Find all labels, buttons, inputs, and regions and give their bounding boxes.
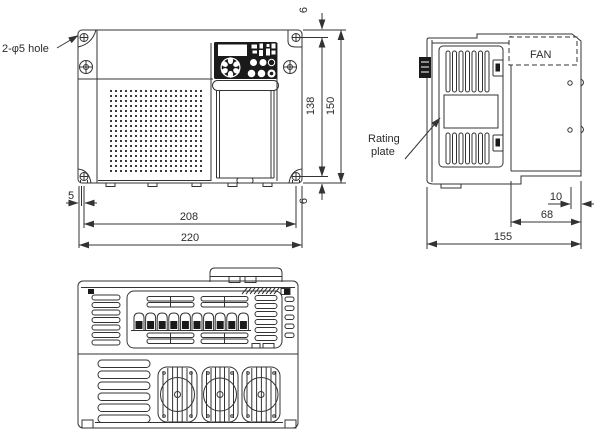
wiring-panel xyxy=(126,290,283,349)
rear-hole xyxy=(567,80,573,86)
keypad-bump xyxy=(209,267,283,282)
front-bottom-feet xyxy=(105,182,273,187)
fan-grille xyxy=(241,366,281,423)
front-view xyxy=(77,29,303,187)
bottom-slots-upper xyxy=(146,296,249,308)
rating-plate xyxy=(443,94,499,129)
rating-plate-label: Rating xyxy=(368,133,400,145)
left-vent-column xyxy=(91,294,121,346)
front-case-outline xyxy=(77,29,303,184)
dim-left-hole-offset: 5 xyxy=(68,190,74,202)
corner-tab-top-right xyxy=(287,30,302,48)
hole-callout-label: 2-φ5 hole xyxy=(2,43,49,55)
panel-indicator-icons xyxy=(251,43,276,56)
side-view-dimensions: 10 68 155 xyxy=(426,181,594,249)
terminal-row xyxy=(131,312,251,331)
front-view-dimensions: 6 138 150 6 5 208 220 2-φ5 hole xyxy=(2,7,346,249)
operation-panel xyxy=(214,42,277,79)
side-view: FAN Rating plate xyxy=(368,33,584,189)
panel-buttons xyxy=(247,58,276,78)
side-vent-slots-top xyxy=(445,50,490,93)
bottom-foot xyxy=(284,419,297,429)
bottom-view xyxy=(77,267,299,429)
lower-left-vent-slots xyxy=(97,359,151,423)
cover-bottom-tab xyxy=(236,177,254,184)
rating-plate-leader xyxy=(404,117,441,160)
corner-post xyxy=(88,289,94,294)
dim-hole-pitch-horizontal: 208 xyxy=(180,211,198,223)
dim-bottom-hole-offset: 6 xyxy=(298,198,310,204)
side-vent-slots-bottom xyxy=(445,132,490,165)
dim-overall-width: 220 xyxy=(181,232,199,244)
dim-heatsink-depth: 68 xyxy=(541,209,553,221)
fan-grille xyxy=(201,366,239,423)
cover-clip xyxy=(492,59,504,77)
right-margin-slots xyxy=(284,296,295,338)
right-vent-column xyxy=(254,295,278,341)
ventilation-dot-grid xyxy=(108,90,203,175)
setting-dial-icon xyxy=(220,57,241,78)
dim-back-step-depth: 10 xyxy=(550,191,562,203)
dim-hole-pitch-vertical: 138 xyxy=(305,97,317,115)
dim-overall-height: 150 xyxy=(325,97,337,115)
side-foot xyxy=(440,183,462,189)
fan-dashed-outline xyxy=(508,36,578,66)
cover-clip xyxy=(492,134,504,152)
rear-latch-bumps xyxy=(580,78,584,134)
mounting-hole-icon xyxy=(291,33,301,42)
side-recessed-panel xyxy=(438,45,504,168)
bottom-slots-lower xyxy=(146,332,275,349)
dim-top-hole-offset: 6 xyxy=(298,7,310,13)
cover-screw-icon xyxy=(283,60,297,74)
cover-latch xyxy=(212,80,279,91)
cover-screw-icon xyxy=(79,60,93,74)
fan-label: FAN xyxy=(530,49,551,61)
corner-tab-top-left xyxy=(77,29,97,48)
side-case-outline xyxy=(426,33,582,185)
rear-hole xyxy=(567,127,573,133)
panel-display xyxy=(218,44,247,56)
hole-callout-leader xyxy=(56,35,79,49)
mounting-hole-icon xyxy=(79,172,89,183)
dim-overall-depth: 155 xyxy=(494,231,512,243)
fan-grille xyxy=(157,366,198,423)
corner-post xyxy=(284,289,290,294)
mounting-hole-icon xyxy=(79,33,89,42)
front-connector xyxy=(419,57,431,78)
bottom-foot xyxy=(81,419,94,429)
rating-plate-label: plate xyxy=(371,146,395,158)
mounting-hole-icon xyxy=(291,172,301,183)
